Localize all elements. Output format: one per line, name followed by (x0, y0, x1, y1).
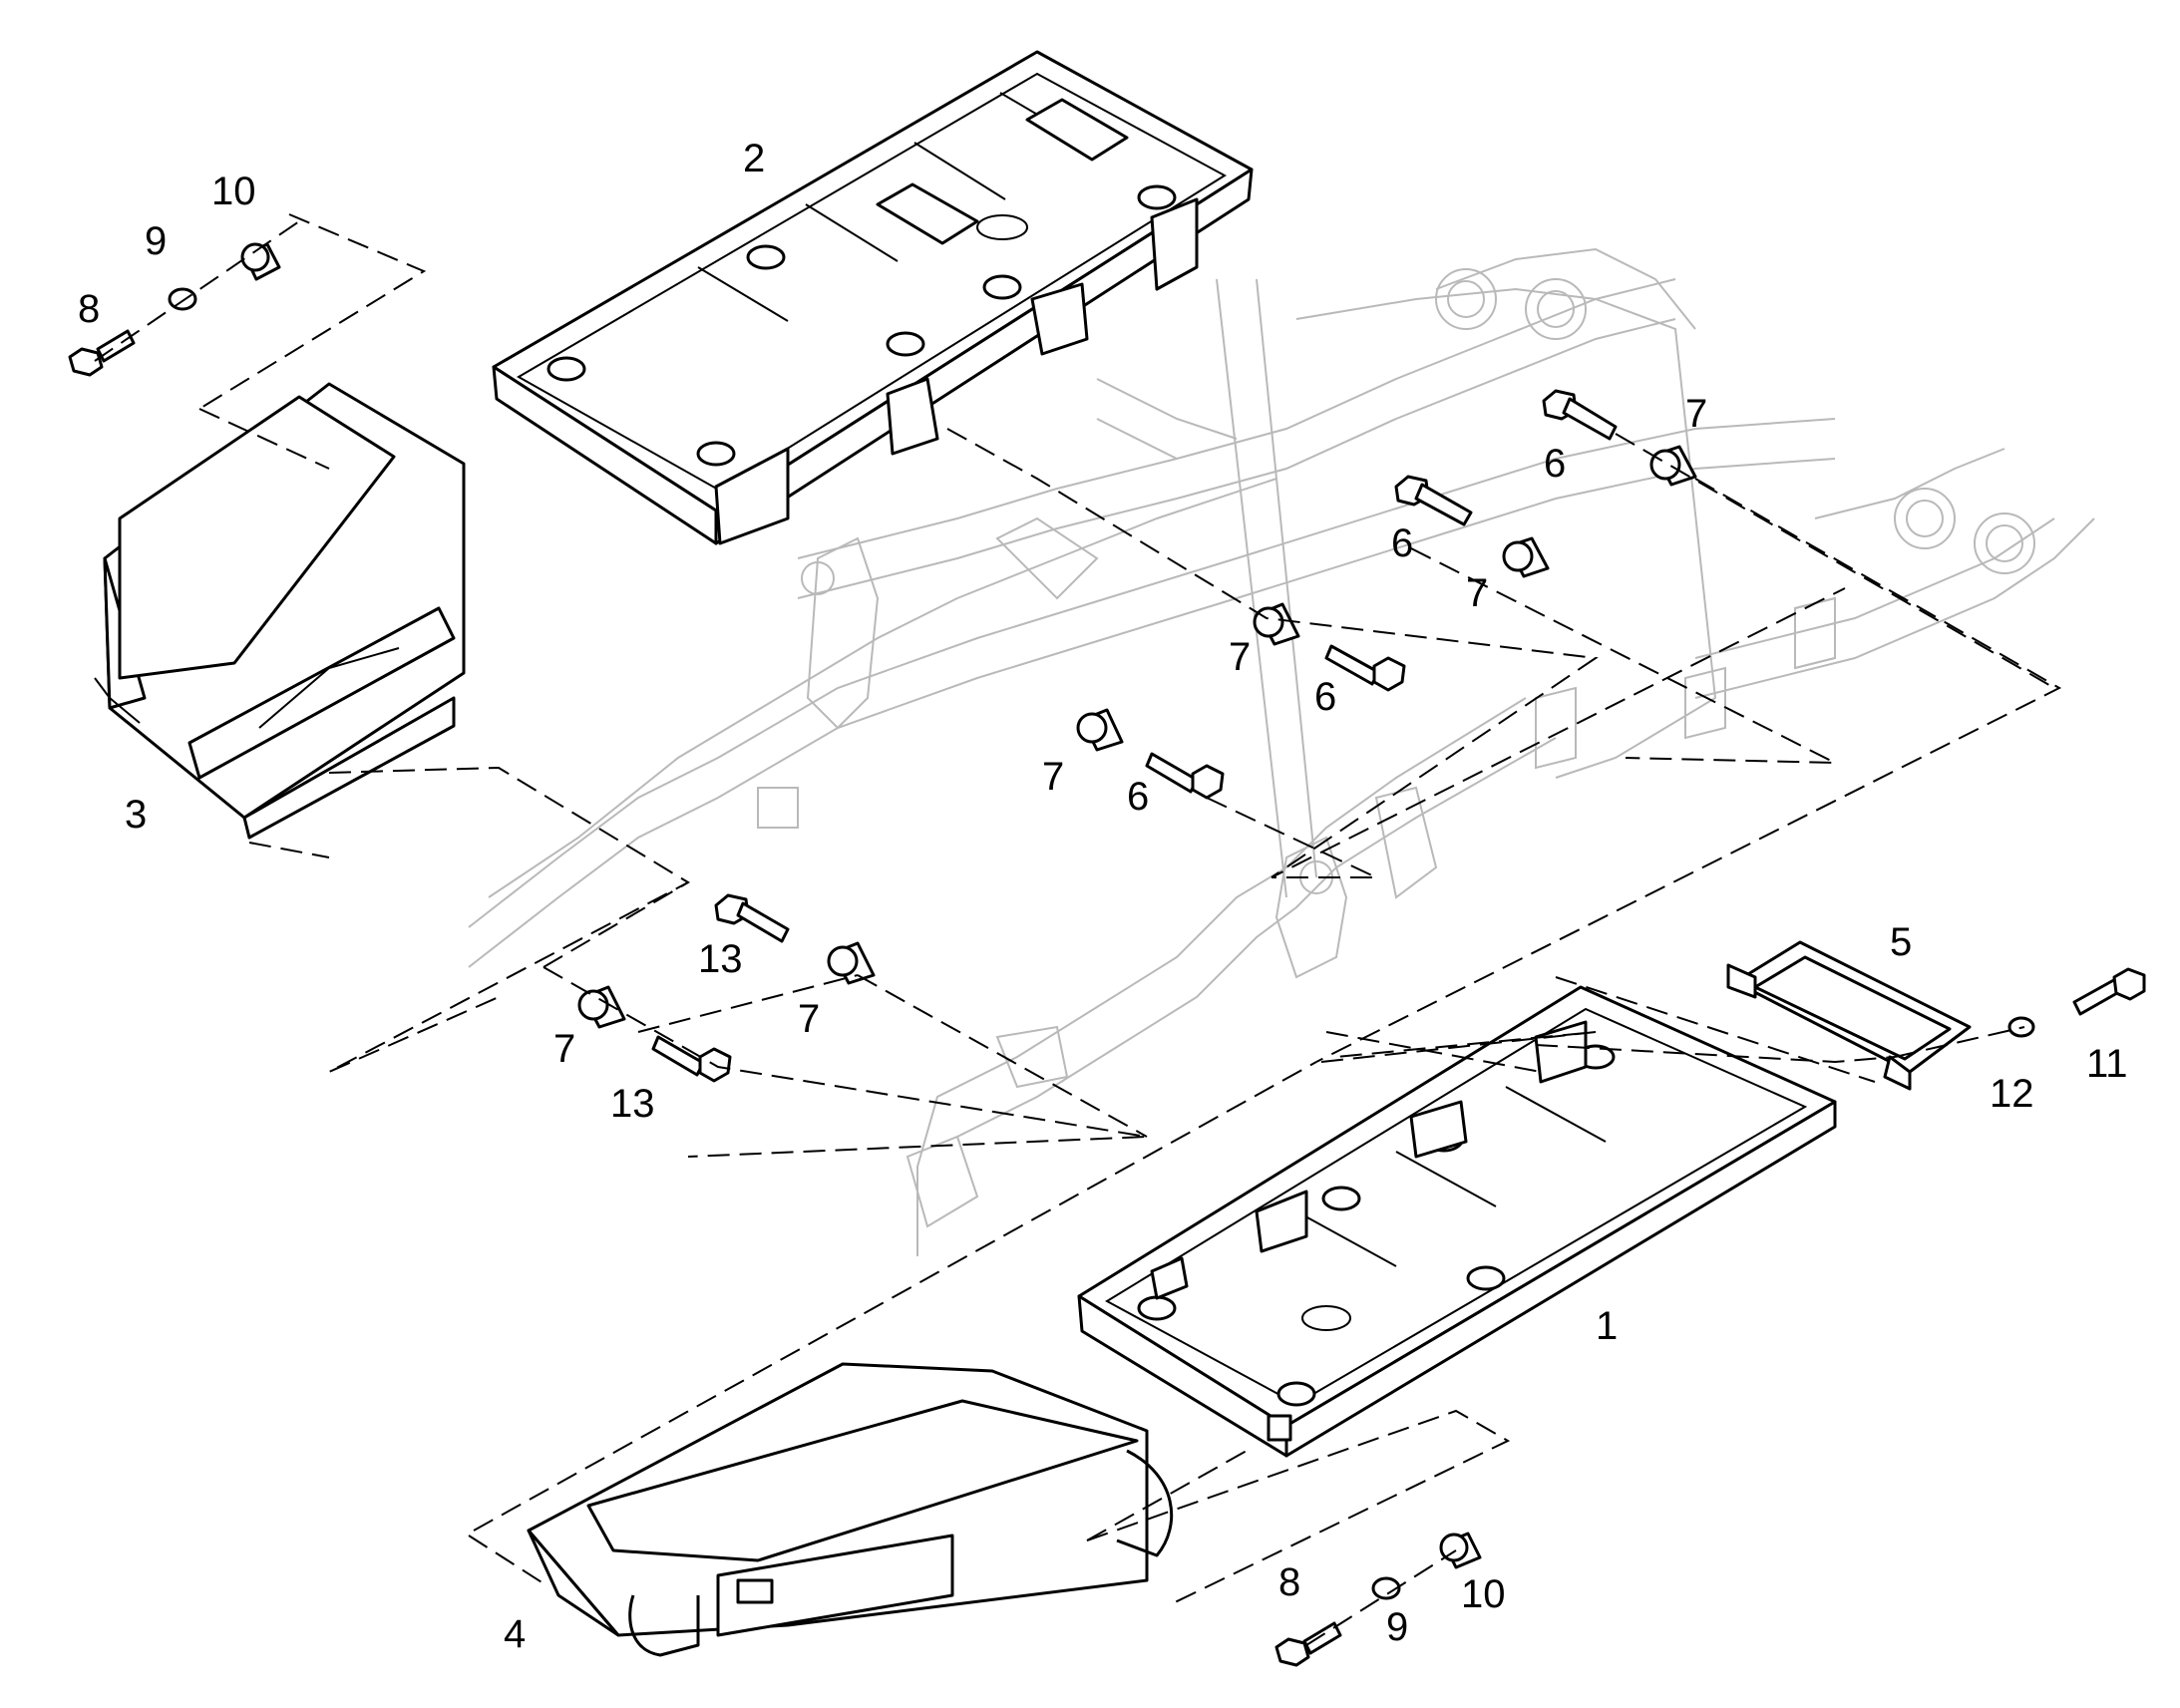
bolt-8-bottom (1274, 1621, 1342, 1667)
callout-5: 5 (1890, 920, 1912, 964)
callout-6b: 6 (1391, 521, 1413, 565)
spacer-7-d (1076, 708, 1124, 752)
callout-7c: 7 (1229, 635, 1251, 679)
callout-2: 2 (743, 137, 765, 180)
callout-6d: 6 (1127, 775, 1149, 819)
spacer-10-bottom (1439, 1532, 1482, 1569)
callout-9b: 9 (1386, 1605, 1408, 1649)
part-5-small-step (1726, 940, 1972, 1091)
bolt-13-a (714, 893, 790, 943)
callout-12: 12 (1990, 1072, 2034, 1116)
callout-10a: 10 (211, 170, 256, 213)
callout-7b: 7 (1466, 571, 1488, 615)
bolt-6-a (1542, 389, 1618, 441)
callout-labels: 1 2 3 4 5 6 6 6 6 7 7 7 7 7 7 8 8 9 9 10… (78, 137, 2128, 1656)
part-4-lower-step (527, 1362, 1174, 1657)
part-1-lower-platform (1077, 985, 1837, 1458)
part-2-upper-platform (492, 50, 1254, 545)
spacer-7-e (827, 941, 876, 985)
hardware-group (68, 242, 2146, 1667)
callout-8a: 8 (78, 287, 100, 331)
spacer-10-top (240, 242, 281, 281)
callout-7f: 7 (553, 1027, 575, 1071)
bolt-13-b (651, 1035, 732, 1083)
bolt-6-c (1324, 644, 1406, 692)
callout-13b: 13 (610, 1082, 655, 1126)
spacer-7-f (577, 985, 626, 1029)
callout-11: 11 (2086, 1042, 2128, 1086)
callout-6a: 6 (1544, 442, 1566, 486)
spacer-7-b (1502, 536, 1550, 578)
callout-3: 3 (125, 793, 147, 837)
callout-1: 1 (1596, 1304, 1618, 1348)
callout-7e: 7 (798, 997, 820, 1041)
callout-8b: 8 (1278, 1560, 1300, 1604)
callout-13a: 13 (698, 937, 743, 981)
washer-9-top (168, 287, 197, 311)
bolt-11 (2072, 967, 2146, 1016)
callout-4: 4 (504, 1612, 526, 1656)
part-3-left-step (94, 382, 466, 840)
washer-9-bottom (1371, 1576, 1401, 1600)
assembly-lines (94, 213, 2062, 1646)
callout-7a: 7 (1685, 392, 1707, 436)
spacer-7-c (1253, 602, 1300, 646)
callout-7d: 7 (1042, 755, 1064, 799)
bolt-8-top (68, 329, 136, 377)
callout-6c: 6 (1314, 675, 1336, 719)
callout-10b: 10 (1461, 1572, 1506, 1616)
bolt-6-d (1145, 752, 1225, 800)
callout-9a: 9 (145, 219, 167, 263)
bolt-6-b (1394, 475, 1473, 526)
machine-frame-background (468, 247, 2095, 1256)
